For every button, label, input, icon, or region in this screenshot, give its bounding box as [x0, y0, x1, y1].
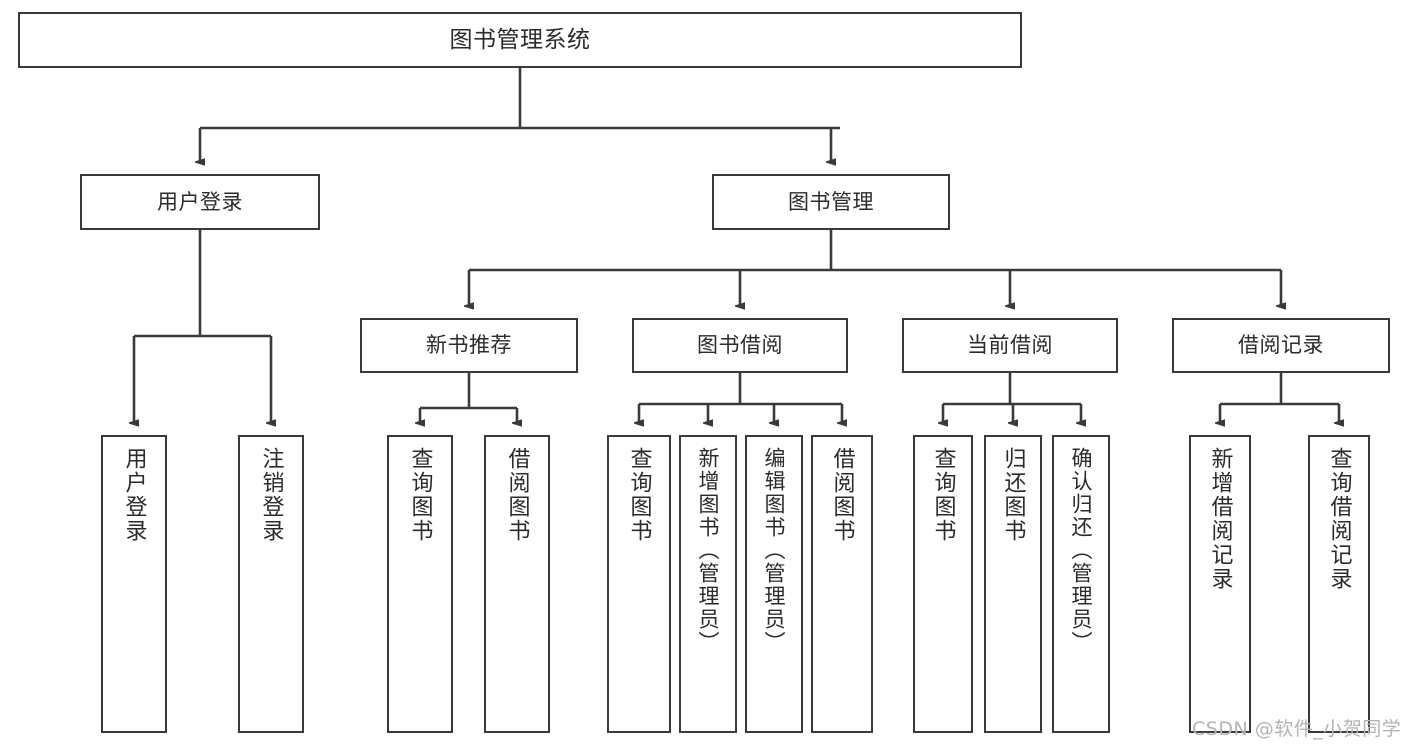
node-label: 借阅图书: [829, 447, 855, 543]
node-label: 查询借阅记录: [1326, 447, 1352, 591]
leaf-logout-login[interactable]: 注销登录: [238, 435, 304, 733]
leaf-edit-book-admin[interactable]: 编辑图书（管理员）: [745, 435, 803, 733]
leaf-borrow-book-borrow[interactable]: 借阅图书: [811, 435, 873, 733]
node-label: 图书借阅: [697, 333, 783, 358]
leaf-add-borrow-record[interactable]: 新增借阅记录: [1189, 435, 1251, 733]
node-label: 查询图书: [407, 447, 433, 543]
leaf-query-borrow-record[interactable]: 查询借阅记录: [1308, 435, 1370, 733]
node-label: 编辑图书（管理员）: [762, 447, 787, 654]
node-label: 用户登录: [157, 189, 243, 214]
leaf-return-book[interactable]: 归还图书: [984, 435, 1042, 733]
node-label: 图书管理系统: [449, 26, 591, 53]
leaf-add-book-admin[interactable]: 新增图书（管理员）: [679, 435, 737, 733]
leaf-user-login[interactable]: 用户登录: [101, 435, 167, 733]
node-label: 借阅图书: [504, 447, 530, 543]
leaf-query-book-borrow[interactable]: 查询图书: [607, 435, 671, 733]
node-label: 当前借阅: [967, 333, 1053, 358]
node-label: 用户登录: [121, 447, 147, 543]
node-label: 查询图书: [626, 447, 652, 543]
csdn-watermark: CSDN @软件_小贺同学: [1192, 718, 1402, 740]
node-borrow-record[interactable]: 借阅记录: [1172, 318, 1390, 373]
node-current-borrow[interactable]: 当前借阅: [902, 318, 1118, 373]
node-label: 新增图书（管理员）: [696, 447, 721, 654]
node-label: 借阅记录: [1238, 333, 1324, 358]
node-root-system[interactable]: 图书管理系统: [18, 12, 1022, 68]
node-label: 新书推荐: [426, 333, 512, 358]
node-label: 归还图书: [1000, 447, 1026, 543]
leaf-query-book-current[interactable]: 查询图书: [913, 435, 973, 733]
node-label: 确认归还（管理员）: [1069, 447, 1094, 654]
node-label: 注销登录: [258, 447, 284, 543]
node-book-borrow[interactable]: 图书借阅: [632, 318, 848, 373]
node-label: 图书管理: [788, 189, 874, 214]
leaf-confirm-return-admin[interactable]: 确认归还（管理员）: [1052, 435, 1110, 733]
leaf-borrow-book-recommend[interactable]: 借阅图书: [484, 435, 550, 733]
node-user-login[interactable]: 用户登录: [80, 174, 320, 230]
node-book-manage[interactable]: 图书管理: [712, 174, 950, 230]
node-label: 查询图书: [930, 447, 956, 543]
node-new-book-recommend[interactable]: 新书推荐: [360, 318, 578, 373]
leaf-query-book-recommend[interactable]: 查询图书: [387, 435, 453, 733]
node-label: 新增借阅记录: [1207, 447, 1233, 591]
